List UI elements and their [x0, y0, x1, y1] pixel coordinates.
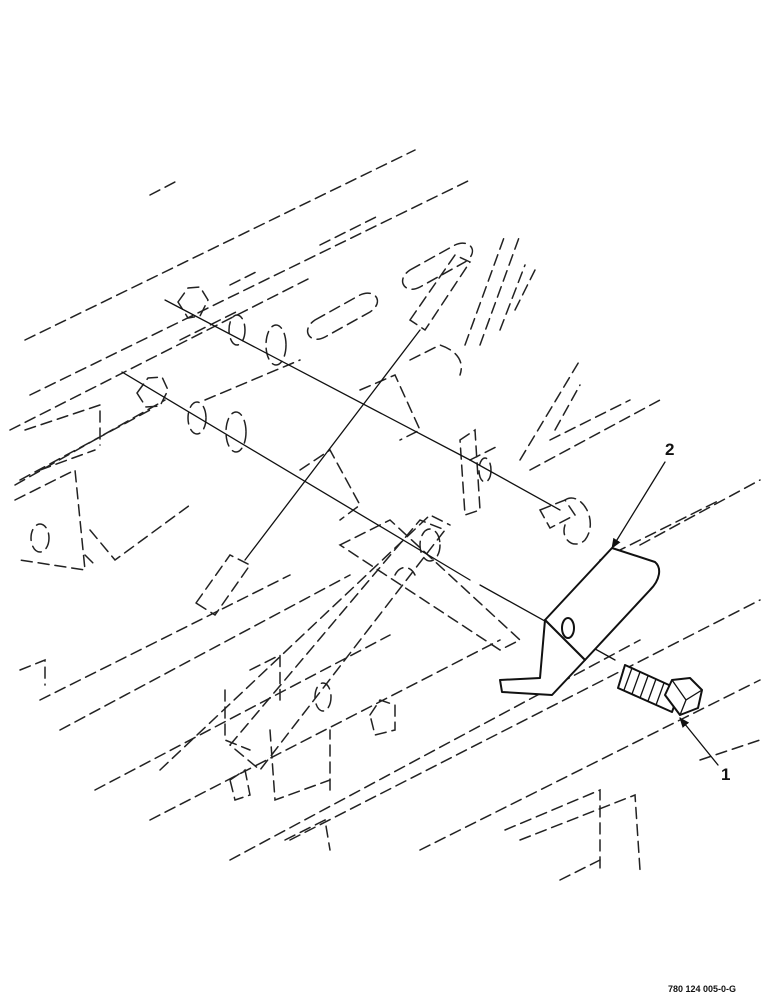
phantom-hardware [136, 254, 522, 801]
callout-leaders [611, 461, 719, 766]
rods [121, 299, 616, 661]
phantom-frame-lines [9, 149, 761, 881]
callout-label-part-1: 1 [721, 765, 731, 784]
part-2-bracket [499, 547, 661, 696]
part-1-bolt [617, 664, 703, 716]
figure-number: 780 124 005-0-G [668, 984, 737, 994]
callout-label-part-2: 2 [665, 440, 675, 459]
